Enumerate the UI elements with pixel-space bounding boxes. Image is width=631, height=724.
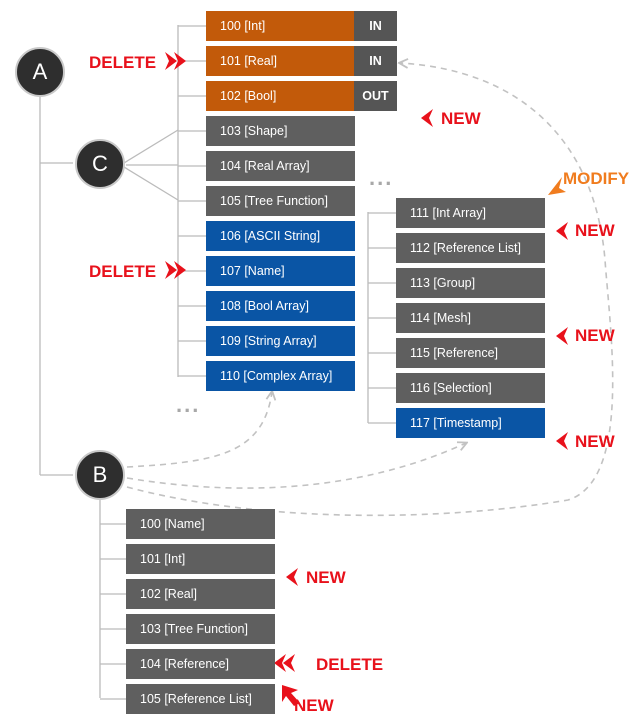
- annotation-delete-107: DELETE: [89, 262, 157, 281]
- annotation-modify-111: MODIFY: [563, 169, 630, 188]
- group-b-item: 105 [Reference List]: [126, 684, 275, 714]
- new-marker-icon: [556, 432, 568, 450]
- delete-marker-icon: [165, 261, 177, 279]
- dashed-arrow-b-to-110: [126, 392, 272, 468]
- new-marker-icon: [556, 327, 568, 345]
- node-a: A: [15, 47, 65, 97]
- group-c-item: 107 [Name]: [206, 256, 355, 286]
- direction-tag: IN: [354, 11, 397, 41]
- group-ext-item: 115 [Reference]: [396, 338, 545, 368]
- group-c-item: 108 [Bool Array]: [206, 291, 355, 321]
- new-marker-icon: [282, 685, 300, 706]
- group-b-item: 103 [Tree Function]: [126, 614, 275, 644]
- group-c-item: 105 [Tree Function]: [206, 186, 355, 216]
- group-c-item: 104 [Real Array]: [206, 151, 355, 181]
- group-b-item: 104 [Reference]: [126, 649, 275, 679]
- group-c-item: 100 [Int]: [206, 11, 355, 41]
- ellipsis-lower: ...: [176, 392, 201, 417]
- direction-tag: IN: [354, 46, 397, 76]
- group-ext-item: 116 [Selection]: [396, 373, 545, 403]
- new-marker-icon: [421, 109, 433, 127]
- annotation-new-112: NEW: [575, 221, 615, 240]
- new-marker-icon: [556, 222, 568, 240]
- group-ext-item: 117 [Timestamp]: [396, 408, 545, 438]
- annotation-new-b102: NEW: [306, 568, 346, 587]
- annotation-new-115: NEW: [575, 326, 615, 345]
- direction-tag: OUT: [354, 81, 397, 111]
- group-c-item: 110 [Complex Array]: [206, 361, 355, 391]
- annotation-new-b105: NEW: [294, 696, 334, 715]
- delete-marker-icon: [165, 52, 177, 70]
- modify-marker-icon: [548, 177, 566, 195]
- group-c-item: 103 [Shape]: [206, 116, 355, 146]
- tree-line-c-upper: [123, 129, 179, 164]
- dashed-arrow-b-to-117: [126, 443, 466, 489]
- delete-marker-icon: [274, 654, 286, 672]
- group-ext-item: 112 [Reference List]: [396, 233, 545, 263]
- annotation-delete-b104: DELETE: [316, 655, 384, 674]
- delete-marker-icon: [174, 261, 186, 279]
- group-c-item: 109 [String Array]: [206, 326, 355, 356]
- group-c-item: 101 [Real]: [206, 46, 355, 76]
- new-marker-icon: [286, 568, 298, 586]
- annotation-new-117: NEW: [575, 432, 615, 451]
- delete-marker-icon: [283, 654, 295, 672]
- group-c-item: 102 [Bool]: [206, 81, 355, 111]
- group-b-item: 100 [Name]: [126, 509, 275, 539]
- dashed-arrow-b-to-101: [126, 63, 614, 517]
- annotation-new-102: NEW: [441, 109, 481, 128]
- node-c: C: [75, 139, 125, 189]
- group-b-item: 101 [Int]: [126, 544, 275, 574]
- ellipsis-upper: ...: [369, 165, 394, 190]
- group-b-item: 102 [Real]: [126, 579, 275, 609]
- annotation-delete-101: DELETE: [89, 53, 157, 72]
- group-ext-item: 114 [Mesh]: [396, 303, 545, 333]
- group-ext-item: 113 [Group]: [396, 268, 545, 298]
- delete-marker-icon: [174, 52, 186, 70]
- group-c-item: 106 [ASCII String]: [206, 221, 355, 251]
- group-ext-item: 111 [Int Array]: [396, 198, 545, 228]
- tree-line-c-lower: [123, 166, 179, 201]
- node-b: B: [75, 450, 125, 500]
